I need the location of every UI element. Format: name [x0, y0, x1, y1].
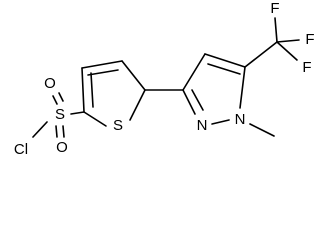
atom-o-top: O — [44, 75, 56, 92]
atom-n1: N — [235, 111, 246, 128]
bond-n1-methyl — [249, 123, 275, 137]
bond-pyrazole-c5-n1 — [239, 66, 246, 109]
bond-s-o-top-2 — [58, 92, 64, 102]
bond-thiophene-c5-c4 — [121, 60, 146, 91]
atom-n2: N — [197, 117, 208, 134]
bond-thiophene-s-c5 — [129, 89, 146, 121]
bond-s-o-top-1 — [52, 95, 58, 105]
bond-s-cl — [32, 121, 48, 138]
bond-cf3-f-lower — [276, 41, 298, 61]
bond-thiophene-c3-c2 — [81, 67, 85, 113]
bond-pyrazole-n1-n2 — [211, 119, 230, 125]
bond-thiophene-c2-s — [83, 111, 107, 127]
atom-cl: Cl — [14, 141, 28, 158]
bond-thiophene-c3-c2-inner — [90, 72, 94, 108]
atom-o-bottom: O — [56, 139, 68, 156]
bond-thiophene-c4-c3 — [81, 60, 123, 69]
sulfonyl-chloride-bonds — [32, 92, 85, 138]
bond-pyrazole-c4-c5 — [204, 53, 246, 68]
substituent-bonds — [244, 17, 300, 137]
atom-sulfonyl-s: S — [55, 106, 65, 123]
atom-labels: Cl S O O S N N F F F — [14, 0, 315, 158]
bond-pyrazole-c4-c5-inner — [207, 63, 241, 75]
bond-s-o-bottom-2 — [62, 125, 65, 138]
bond-pyrazole-n2-c3 — [182, 89, 196, 115]
atom-thiophene-s: S — [113, 117, 123, 134]
bond-cf3-f-top — [274, 17, 278, 43]
bond-c2-sulfonyl-s — [70, 111, 85, 115]
atom-f-lower: F — [302, 59, 311, 76]
atom-f-top: F — [270, 0, 279, 17]
bond-c5-cf3 — [244, 41, 278, 68]
pyrazole-ring-bonds — [144, 53, 246, 125]
bond-pyrazole-n2-c3-inner — [191, 89, 204, 111]
molecule-structure: Cl S O O S N N F F F — [14, 0, 315, 158]
atom-f-right: F — [305, 31, 314, 48]
bond-s-o-bottom-1 — [55, 125, 58, 138]
thiophene-ring-bonds — [81, 60, 146, 127]
bond-cf3-f-right — [276, 39, 300, 43]
bond-pyrazole-c3-c4 — [182, 53, 206, 91]
bond-thiophene-c4-c3-inner — [87, 69, 119, 76]
